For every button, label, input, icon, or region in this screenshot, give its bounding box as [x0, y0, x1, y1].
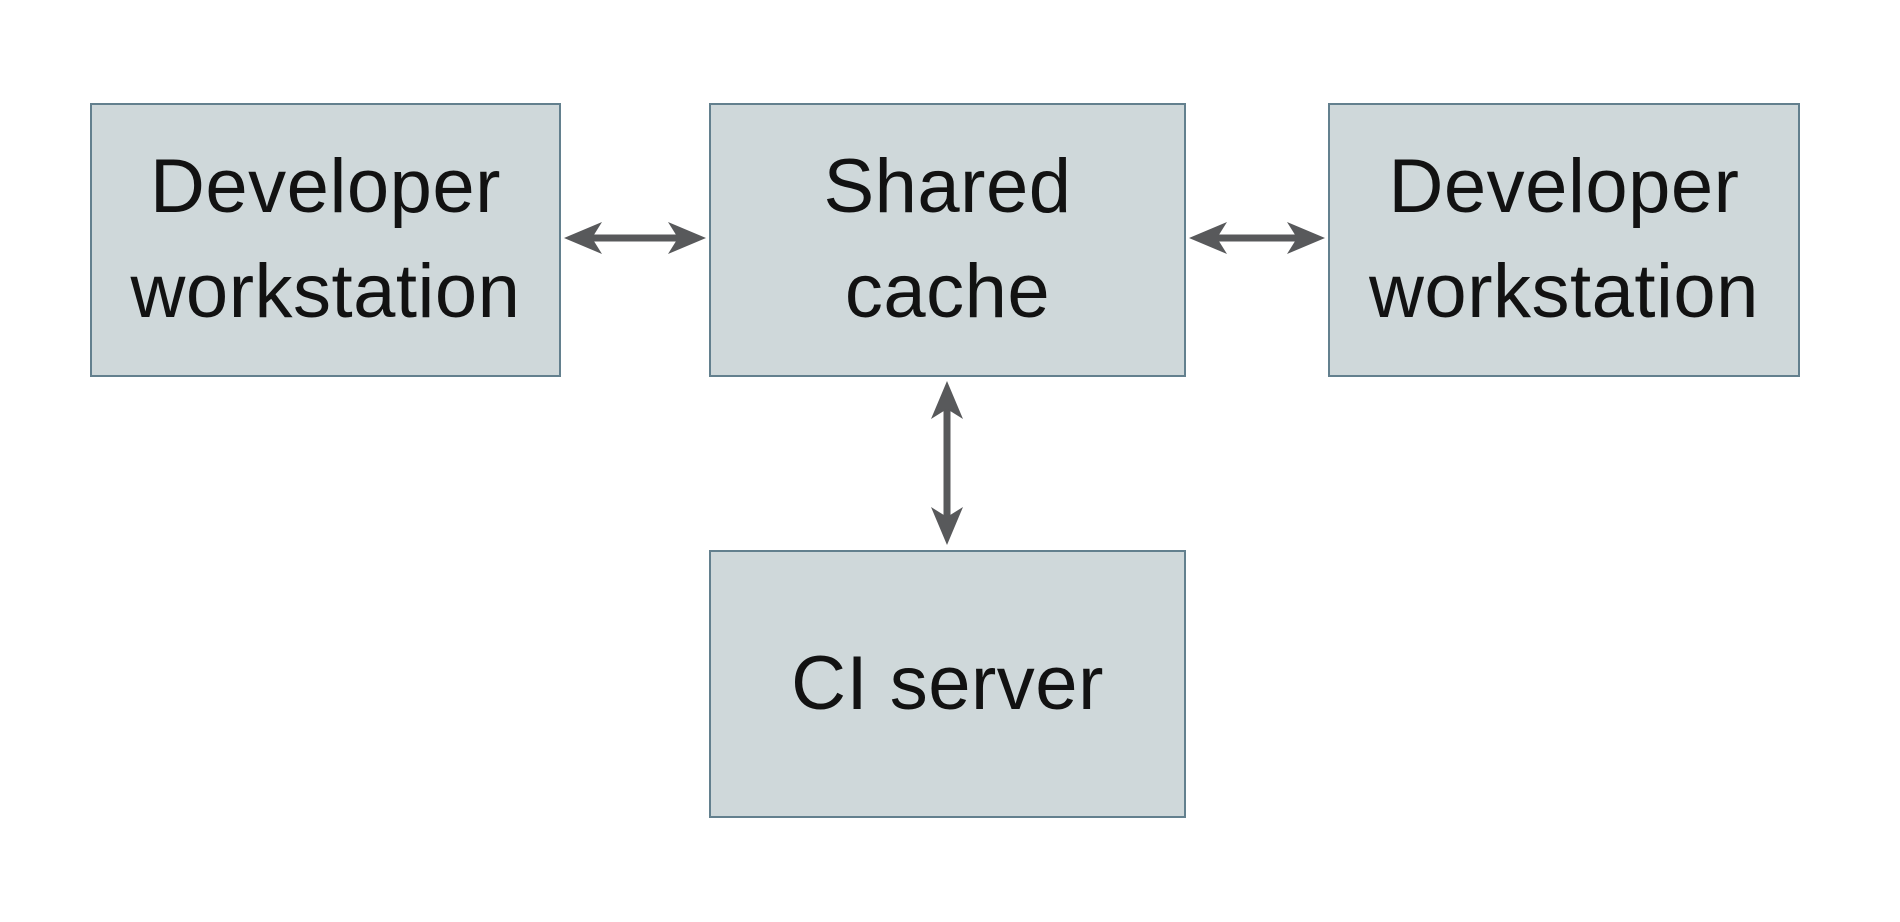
- arrowhead-up-icon: [931, 381, 963, 419]
- node-label: Shared cache: [823, 144, 1072, 334]
- node-ci-server: CI server: [709, 550, 1186, 818]
- arrowhead-down-icon: [931, 507, 963, 545]
- arrowhead-left-icon: [564, 222, 602, 254]
- arrowhead-left-icon: [1189, 222, 1227, 254]
- node-developer-workstation-right: Developer workstation: [1328, 103, 1800, 377]
- arrowhead-right-icon: [668, 222, 706, 254]
- node-label: Developer workstation: [130, 144, 521, 334]
- arrowhead-right-icon: [1287, 222, 1325, 254]
- node-developer-workstation-left: Developer workstation: [90, 103, 561, 377]
- node-label: Developer workstation: [1369, 144, 1759, 334]
- node-label: CI server: [791, 640, 1104, 726]
- node-shared-cache: Shared cache: [709, 103, 1186, 377]
- double-arrow-left-workstation-cache: [564, 222, 706, 254]
- double-arrow-cache-right-workstation: [1189, 222, 1325, 254]
- double-arrow-cache-ci-server: [931, 381, 963, 545]
